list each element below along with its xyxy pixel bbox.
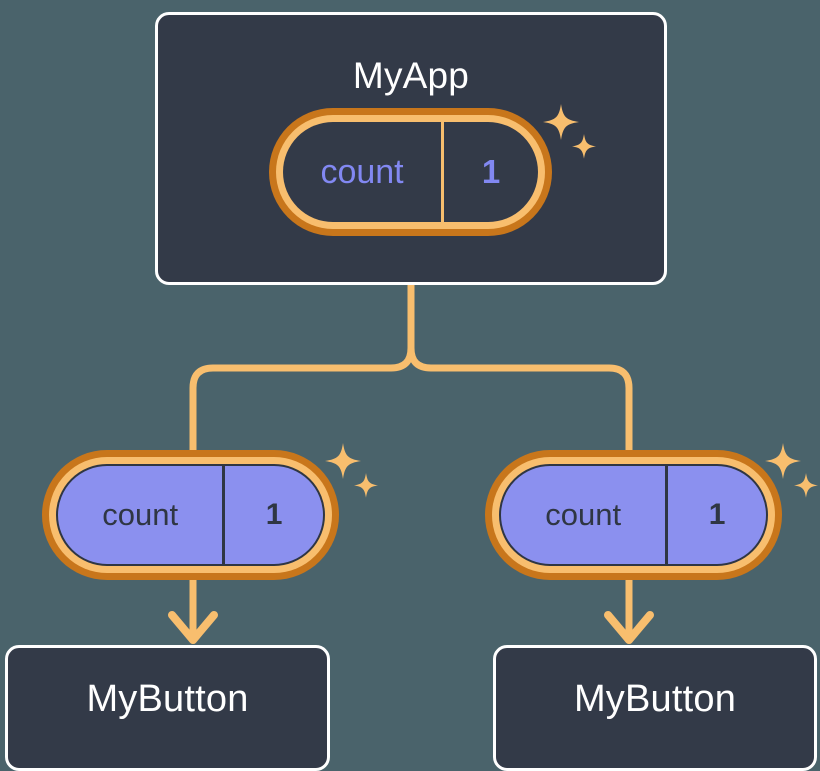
arrow-right xyxy=(604,575,654,644)
state-pill-child-right[interactable]: count 1 xyxy=(485,450,782,580)
component-title-myapp: MyApp xyxy=(352,55,470,96)
state-pill-ring-inner: count 1 xyxy=(49,457,332,573)
component-title-mybutton: MyButton xyxy=(86,678,249,720)
state-pill-ring-inner: count 1 xyxy=(492,457,775,573)
sparkle-four-point-large-icon xyxy=(765,443,801,479)
state-pill-body: count 1 xyxy=(56,464,325,566)
arrow-left xyxy=(168,575,218,644)
state-pill-ring-inner: count 1 xyxy=(276,115,545,229)
state-value: 1 xyxy=(441,122,538,222)
state-pill-myapp[interactable]: count 1 xyxy=(269,108,552,236)
component-title-mybutton: MyButton xyxy=(573,678,737,720)
state-key: count xyxy=(545,497,622,532)
sparkle-four-point-large-icon xyxy=(325,443,361,479)
state-pill-body: count 1 xyxy=(283,122,538,222)
state-value: 1 xyxy=(665,466,766,564)
state-pill-child-left[interactable]: count 1 xyxy=(42,450,339,580)
state-key: count xyxy=(102,497,179,532)
sparkle-four-point-small-icon xyxy=(794,473,818,498)
component-card-mybutton-left[interactable]: MyButton xyxy=(5,645,330,771)
sparkle-four-point-small-icon xyxy=(354,473,378,498)
state-pill-body: count 1 xyxy=(499,464,768,566)
state-key: count xyxy=(320,152,404,191)
component-card-mybutton-right[interactable]: MyButton xyxy=(493,645,817,771)
state-value: 1 xyxy=(222,466,323,564)
branch-connector xyxy=(189,281,633,474)
